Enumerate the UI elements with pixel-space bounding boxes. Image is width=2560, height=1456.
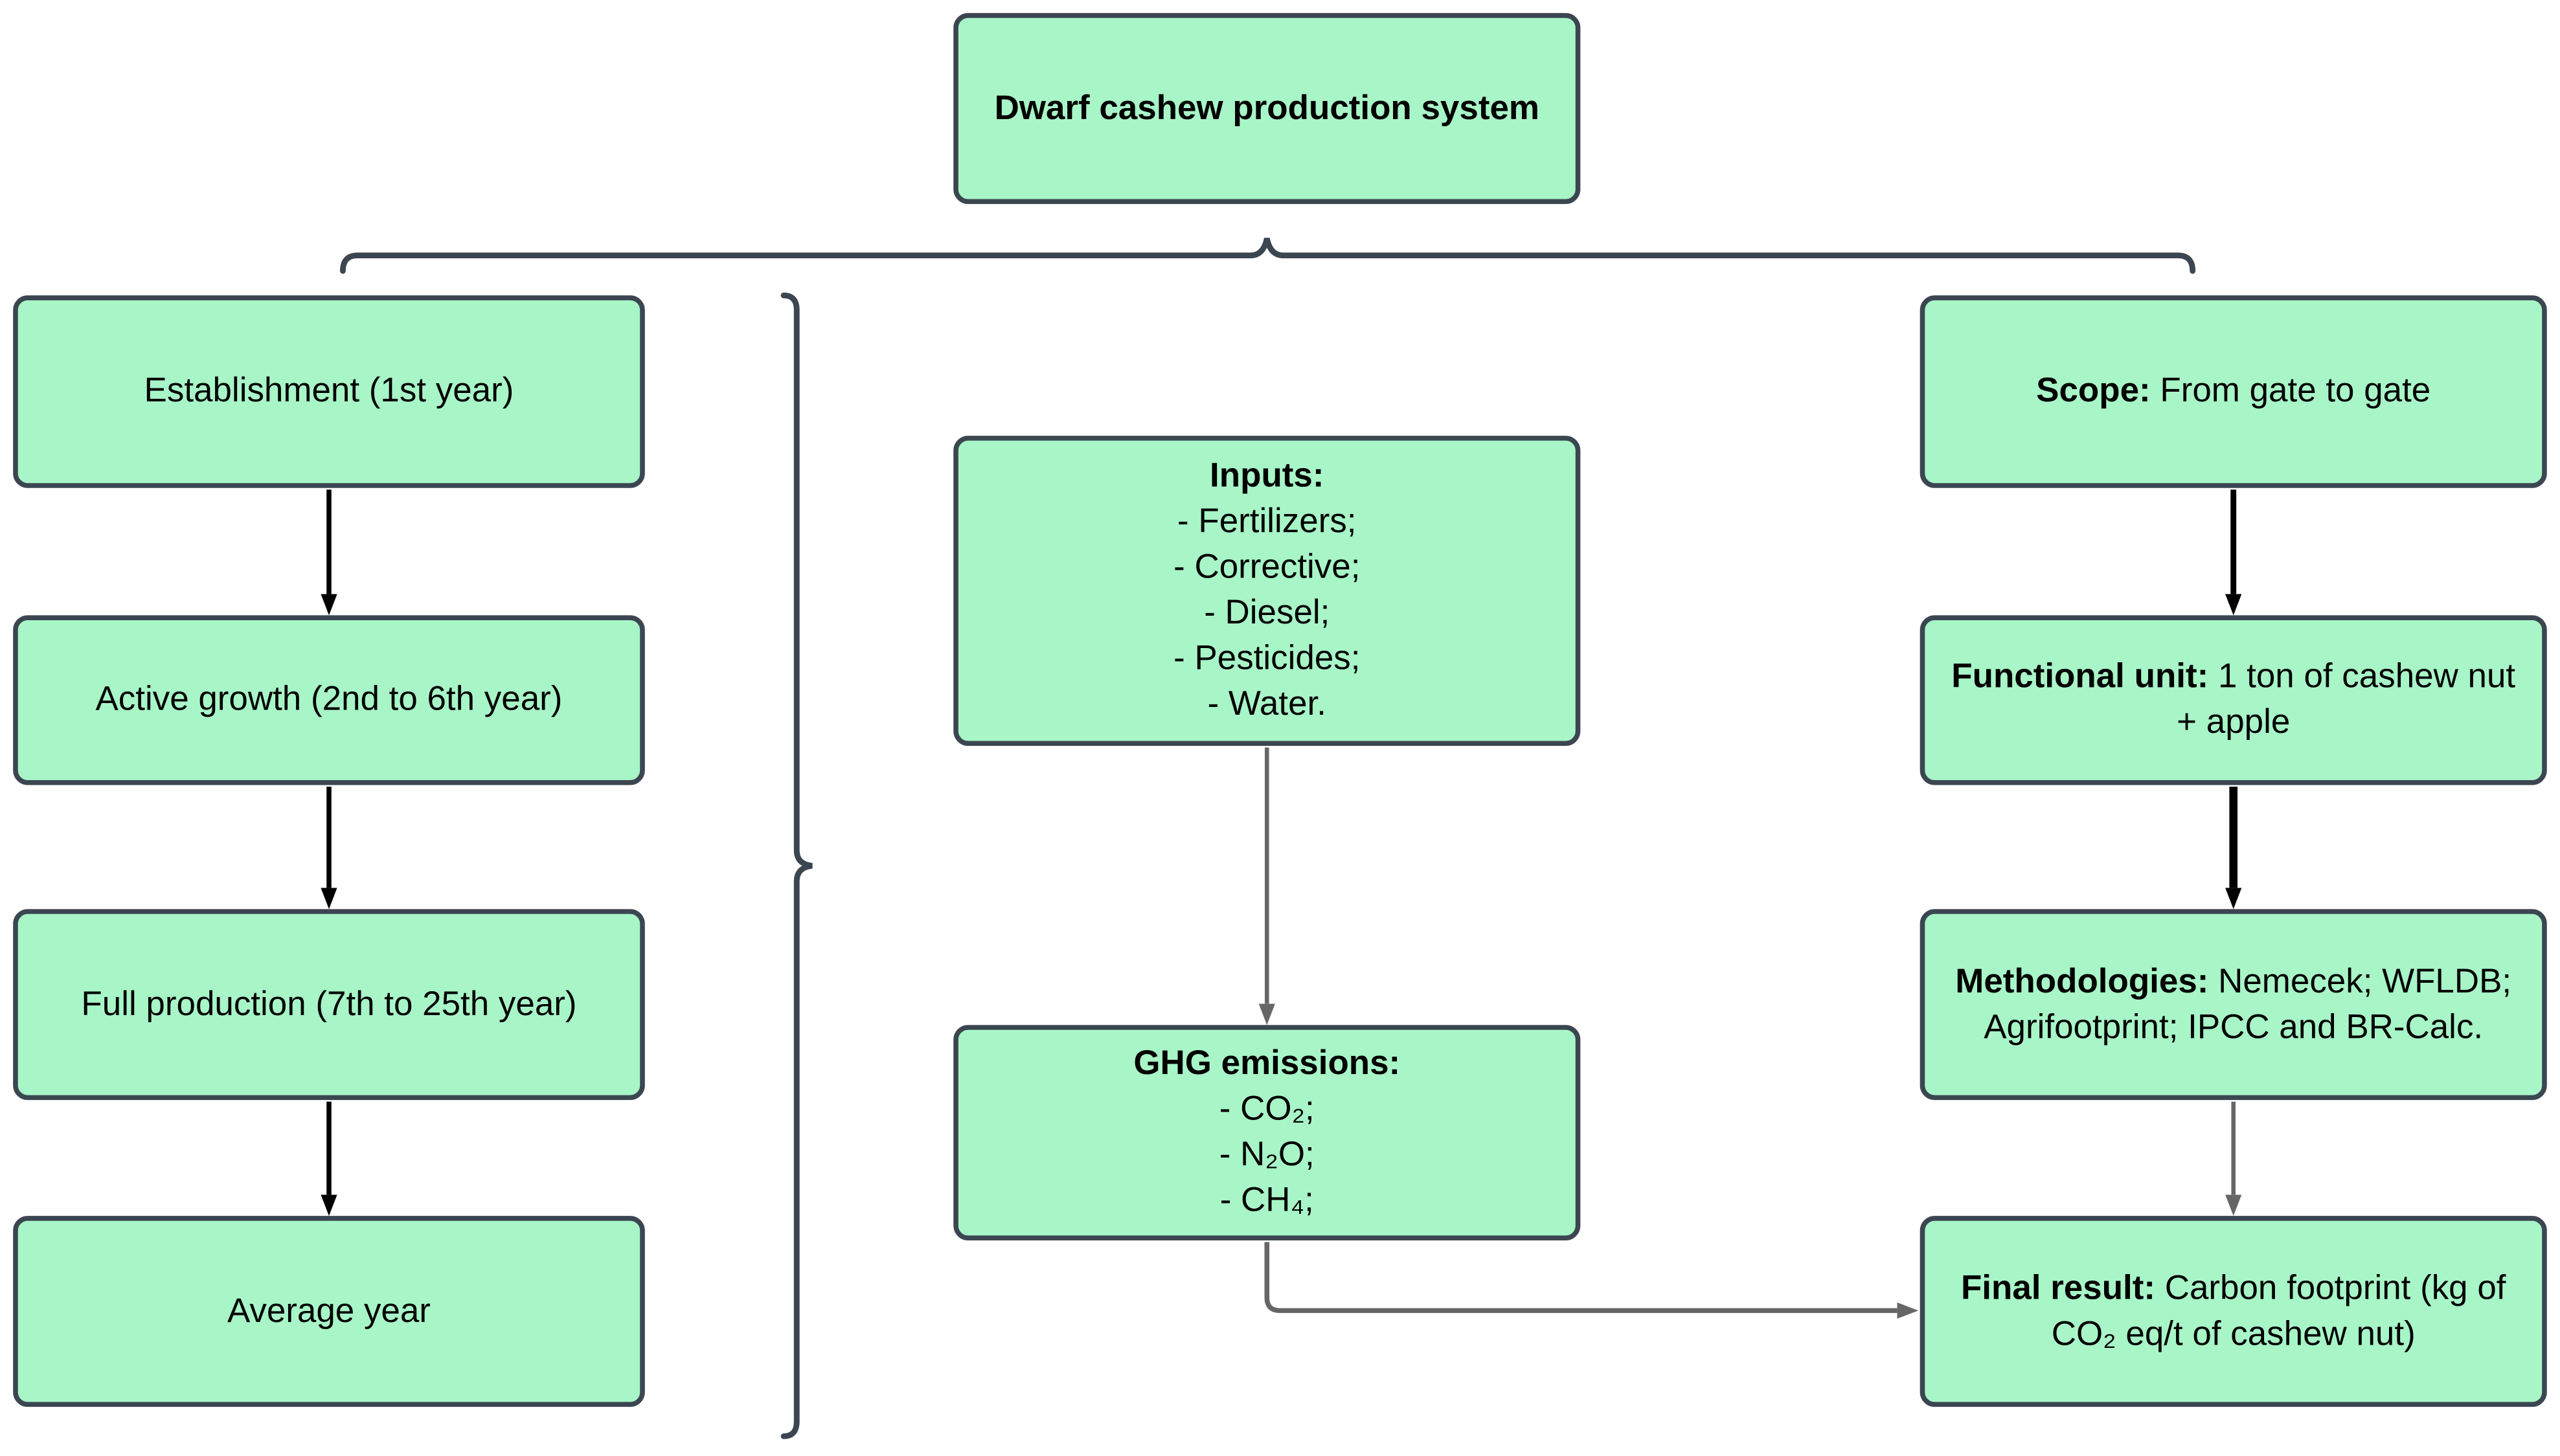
functional-unit-label: Functional unit: bbox=[1951, 657, 2209, 695]
functional-unit-text: 1 ton of cashew nut + apple bbox=[2177, 657, 2516, 741]
final-result-text: Carbon footprint (kg of CO₂ eq/t of cash… bbox=[2051, 1269, 2506, 1352]
node-inputs: Inputs: - Fertilizers; - Corrective; - D… bbox=[953, 436, 1581, 746]
methodologies-text: Nemecek; WFLDB; Agrifootprint; IPCC and … bbox=[1984, 962, 2512, 1046]
inputs-item: - Corrective; bbox=[1173, 548, 1361, 587]
scope-label: Scope: bbox=[2036, 372, 2151, 410]
inputs-item: - Fertilizers; bbox=[1177, 502, 1357, 541]
node-ghg-emissions: GHG emissions: - CO₂; - N₂O; - CH₄; bbox=[953, 1025, 1581, 1240]
node-average-year: Average year bbox=[13, 1216, 645, 1407]
node-active-growth: Active growth (2nd to 6th year) bbox=[13, 615, 645, 785]
node-establishment: Establishment (1st year) bbox=[13, 295, 645, 488]
node-scope: Scope: From gate to gate bbox=[1920, 295, 2547, 488]
methodologies-label: Methodologies: bbox=[1955, 962, 2209, 1000]
node-functional-unit: Functional unit: 1 ton of cashew nut + a… bbox=[1920, 615, 2547, 785]
ghg-item: - CO₂; bbox=[1219, 1090, 1315, 1128]
node-label: Scope: From gate to gate bbox=[2036, 369, 2430, 415]
node-title: Dwarf cashew production system bbox=[994, 89, 1539, 127]
inputs-item: - Diesel; bbox=[1204, 594, 1330, 632]
node-dwarf-cashew-production-system: Dwarf cashew production system bbox=[953, 13, 1581, 205]
node-methodologies: Methodologies: Nemecek; WFLDB; Agrifootp… bbox=[1920, 909, 2547, 1101]
brace-horizontal-top bbox=[339, 238, 2196, 274]
inputs-item: - Water. bbox=[1207, 685, 1326, 723]
final-result-label: Final result: bbox=[1960, 1269, 2156, 1307]
ghg-item: - CH₄; bbox=[1219, 1182, 1314, 1220]
node-final-result: Final result: Carbon footprint (kg of CO… bbox=[1920, 1216, 2547, 1407]
brace-vertical-left-column bbox=[780, 292, 813, 1439]
inputs-item: - Pesticides; bbox=[1173, 640, 1361, 678]
node-label: Final result: Carbon footprint (kg of CO… bbox=[1951, 1266, 2516, 1357]
node-full-production: Full production (7th to 25th year) bbox=[13, 909, 645, 1101]
node-label: Active growth (2nd to 6th year) bbox=[95, 680, 563, 719]
inputs-title: Inputs: bbox=[1210, 456, 1324, 495]
node-label: Establishment (1st year) bbox=[144, 372, 514, 410]
arrow-ghg-emissions-to-final-result bbox=[1264, 1242, 1919, 1319]
node-label: Functional unit: 1 ton of cashew nut + a… bbox=[1951, 655, 2516, 746]
node-label: Full production (7th to 25th year) bbox=[81, 985, 577, 1023]
node-label: Methodologies: Nemecek; WFLDB; Agrifootp… bbox=[1951, 959, 2516, 1050]
ghg-title: GHG emissions: bbox=[1133, 1044, 1401, 1082]
scope-text: From gate to gate bbox=[2150, 372, 2431, 410]
node-label: Average year bbox=[227, 1292, 431, 1330]
ghg-item: - N₂O; bbox=[1219, 1136, 1315, 1174]
